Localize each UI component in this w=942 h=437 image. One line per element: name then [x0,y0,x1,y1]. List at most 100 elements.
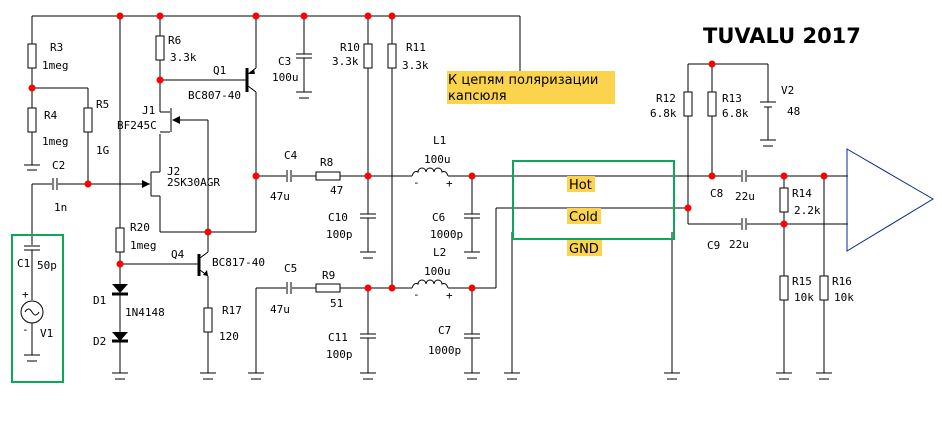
l2-ref: L2 [433,246,446,259]
resistor-r8[interactable]: R8 47 [315,156,412,197]
v1-ref: V1 [40,327,53,340]
transistor-q1[interactable]: Q1 BC807-40 [160,16,257,232]
resistor-r10[interactable]: R10 3.3k [332,16,373,176]
c7-ref: C7 [438,324,451,337]
jfet-j1[interactable]: J1 BF245C [117,80,209,232]
q1-value: BC807-40 [188,89,241,102]
resistor-r17[interactable]: R17 120 [200,304,242,380]
capacitor-c6[interactable]: C6 1000p [430,176,480,259]
j2-value: 2SK30AGR [167,176,220,189]
r10-value: 3.3k [332,55,359,68]
resistor-r16[interactable]: R16 10k [816,176,854,380]
c5-ref: C5 [284,262,297,275]
resistor-r11[interactable]: R11 3.3k [387,16,429,288]
l1-ref: L1 [433,134,446,147]
c6-value: 1000p [430,228,463,241]
node [468,284,476,292]
node [364,172,372,180]
capacitor-c5[interactable]: C5 47u [248,262,316,380]
inductor-l1[interactable]: - + L1 100u [411,134,520,190]
r3-ref: R3 [50,41,63,54]
r5-value: 1G [96,144,109,157]
r9-ref: R9 [322,269,335,282]
r6-ref: R6 [168,34,181,47]
node [388,12,396,20]
xlr-connector [504,160,688,380]
r16-ref: R16 [832,275,852,288]
resistor-r13[interactable]: R13 6.8k [707,64,749,176]
j1-ref: J1 [142,104,155,117]
r14-ref: R14 [792,187,812,200]
c10-value: 100p [326,228,353,241]
node [364,284,372,292]
inductor-l2[interactable]: - + L2 100u [411,207,688,302]
r11-value: 3.3k [402,59,429,72]
capacitor-c11[interactable]: C11 100p [326,288,376,380]
node [84,180,92,188]
resistor-r4[interactable]: R4 1meg [24,88,69,171]
v2-ref: V2 [781,84,794,97]
v1-minus: - [22,323,29,336]
phantom-supply-v2[interactable]: V2 48 [760,64,800,147]
c4-value: 47u [270,190,290,203]
capacitor-c8[interactable]: C8 22u [688,170,848,203]
jfet-j2[interactable]: J2 2SK30AGR [88,134,220,232]
node [684,204,692,212]
resistor-r9[interactable]: R9 51 [315,269,412,310]
connector-cold-label: Cold [569,210,598,225]
node [300,12,308,20]
resistor-r6[interactable]: R6 3.3k [155,16,197,80]
transistor-q4[interactable]: Q4 BC817-40 [120,232,265,308]
top-rail [32,15,521,78]
resistor-r15[interactable]: R15 10k [776,275,814,380]
c11-ref: C11 [328,331,348,344]
c10-ref: C10 [328,211,348,224]
r15-ref: R15 [792,275,812,288]
node [156,76,164,84]
r12-ref: R12 [656,92,676,105]
r13-value: 6.8k [722,107,749,120]
c7-value: 1000p [428,344,461,357]
connector-frame [512,160,675,240]
node [820,172,828,180]
node [156,12,164,20]
resistor-r3[interactable]: R3 1meg [27,16,69,88]
c1-value: 50p [37,259,57,272]
node [708,172,716,180]
r13-ref: R13 [722,92,742,105]
node [780,172,788,180]
capacitor-c9[interactable]: C9 22u [688,218,848,252]
c1-ref: C1 [17,257,30,270]
node [708,60,716,68]
c3-value: 100u [272,71,299,84]
q4-value: BC817-40 [212,256,265,269]
resistor-r5[interactable]: R5 1G [32,87,109,184]
c8-ref: C8 [710,187,723,200]
resistor-r12[interactable]: R12 6.8k [650,64,693,224]
diode-d1[interactable]: D1 1N4148 [93,264,165,332]
node [252,12,260,20]
r5-ref: R5 [96,98,109,111]
node [780,220,788,228]
capacitor-c7[interactable]: C7 1000p [428,288,480,380]
r8-ref: R8 [320,156,333,169]
r6-value: 3.3k [170,51,197,64]
d1-ref: D1 [93,294,106,307]
c5-value: 47u [270,303,290,316]
junction-nodes [28,12,828,292]
capacitor-c2[interactable]: C2 1n [31,159,136,245]
capacitor-c4[interactable]: C4 47u [256,149,316,203]
resistor-r14[interactable]: R14 2.2k [779,176,821,276]
capacitor-c1[interactable]: C1 50p [17,245,57,300]
c9-value: 22u [729,238,749,251]
capacitor-c10[interactable]: C10 100p [326,176,376,259]
capacitor-c3[interactable]: C3 100u [272,16,312,99]
signal-source-v1[interactable]: + - V1 [20,288,53,362]
d2-ref: D2 [93,335,106,348]
r3-value: 1meg [42,59,69,72]
resistor-r20[interactable]: R20 1meg [115,221,157,264]
capsule-model-frame [11,234,64,383]
diode-d2[interactable]: D2 [93,332,128,380]
preamp-input-triangle [846,148,934,252]
